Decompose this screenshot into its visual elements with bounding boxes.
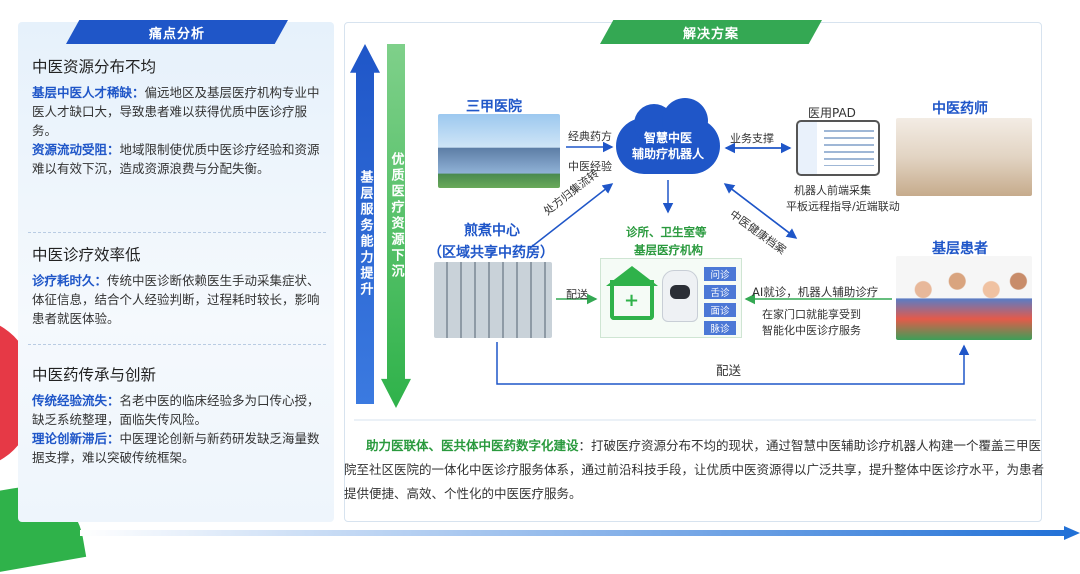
label-home-service: 在家门口就能享受到 — [762, 308, 861, 321]
flow-arrows — [354, 141, 1036, 421]
node-decoction-subtitle: （区域共享中药房） — [428, 245, 554, 261]
label-pad-collect: 机器人前端采集 — [794, 184, 871, 197]
pain-points-panel — [18, 22, 334, 522]
bottom-progress-arrow — [80, 526, 1080, 540]
decoction-center-image — [434, 262, 552, 338]
medical-cross-icon: + — [624, 290, 640, 311]
label-classic: 经典药方 — [568, 130, 612, 143]
pharmacist-image — [896, 118, 1032, 196]
label-smart-service: 智能化中医诊疗服务 — [762, 324, 861, 337]
point-item: 资源流动受阻：地域限制使优质中医诊疗经验和资源难以有效下沉，造成资源浪费与分配失… — [32, 142, 320, 176]
node-clinic-subtitle: 基层医疗机构 — [634, 243, 703, 257]
summary-text: 助力医联体、医共体中医药数字化建设：打破医疗资源分布不均的现状，通过智慧中医辅助… — [344, 438, 1045, 501]
robot-cloud-node: 智慧中医 辅助疗机器人 — [616, 98, 720, 174]
point-item: 传统经验流失：名老中医的临床经验多为口传心授，缺乏系统整理，面临失传风险。 — [32, 393, 320, 427]
label-support: 业务支撑 — [730, 132, 774, 145]
section-resource-distribution: 中医资源分布不均 基层中医人才稀缺：偏远地区及基层医疗机构专业中医人才缺口大，导… — [32, 58, 330, 178]
node-patients-title: 基层患者 — [932, 241, 988, 257]
section-heading: 中医药传承与创新 — [32, 366, 157, 384]
solution-title: 解决方案 — [600, 20, 822, 44]
label-delivery-clinic: 配送 — [566, 288, 588, 301]
arrow-decoction-robot — [529, 183, 614, 249]
label-pad-guide: 平板远程指导/近端联动 — [786, 200, 900, 213]
chip-face: 面诊 — [704, 303, 736, 317]
node-decoction-title: 煎煮中心 — [464, 223, 520, 239]
arrow-patients-robot — [723, 183, 797, 239]
section-efficiency: 中医诊疗效率低 诊疗耗时久：传统中医诊断依赖医生手动采集症状、体征信息，结合个人… — [32, 246, 330, 328]
clinic-icon — [610, 280, 654, 320]
chip-tongue: 舌诊 — [704, 285, 736, 299]
robot-screen — [670, 285, 690, 299]
label-delivery-patients: 配送 — [716, 363, 742, 378]
section-divider — [28, 344, 326, 345]
chip-pulse: 脉诊 — [704, 321, 736, 335]
node-hospital-title: 三甲医院 — [466, 99, 522, 115]
section-divider — [28, 232, 326, 233]
node-pharmacist-title: 中医药师 — [932, 101, 988, 117]
arrow-delivery-patients — [496, 342, 970, 385]
hospital-image — [438, 114, 560, 188]
patients-image — [896, 256, 1032, 340]
node-clinic-title: 诊所、卫生室等 — [626, 225, 707, 239]
label-experience: 中医经验 — [568, 160, 612, 173]
section-inheritance: 中医药传承与创新 传统经验流失：名老中医的临床经验多为口传心授，缺乏系统整理，面… — [32, 366, 330, 467]
pad-screen — [824, 130, 874, 166]
point-item: 理论创新滞后：中医理论创新与新药研发缺乏海量数据支撑，难以突破传统框架。 — [32, 431, 320, 465]
section-heading: 中医诊疗效率低 — [32, 246, 141, 264]
chip-inquiry: 问诊 — [704, 267, 736, 281]
node-pad-title: 医用PAD — [808, 106, 856, 120]
robot-device-icon — [662, 270, 698, 322]
point-item: 基层中医人才稀缺：偏远地区及基层医疗机构专业中医人才缺口大，导致患者难以获得优质… — [32, 85, 320, 138]
pain-points-title: 痛点分析 — [66, 20, 288, 44]
label-ai-diagnosis: AI就诊，机器人辅助诊疗 — [752, 285, 879, 299]
point-item: 诊疗耗时久：传统中医诊断依赖医生手动采集症状、体征信息，结合个人经验判断，过程耗… — [32, 273, 320, 326]
section-heading: 中医资源分布不均 — [32, 58, 157, 76]
